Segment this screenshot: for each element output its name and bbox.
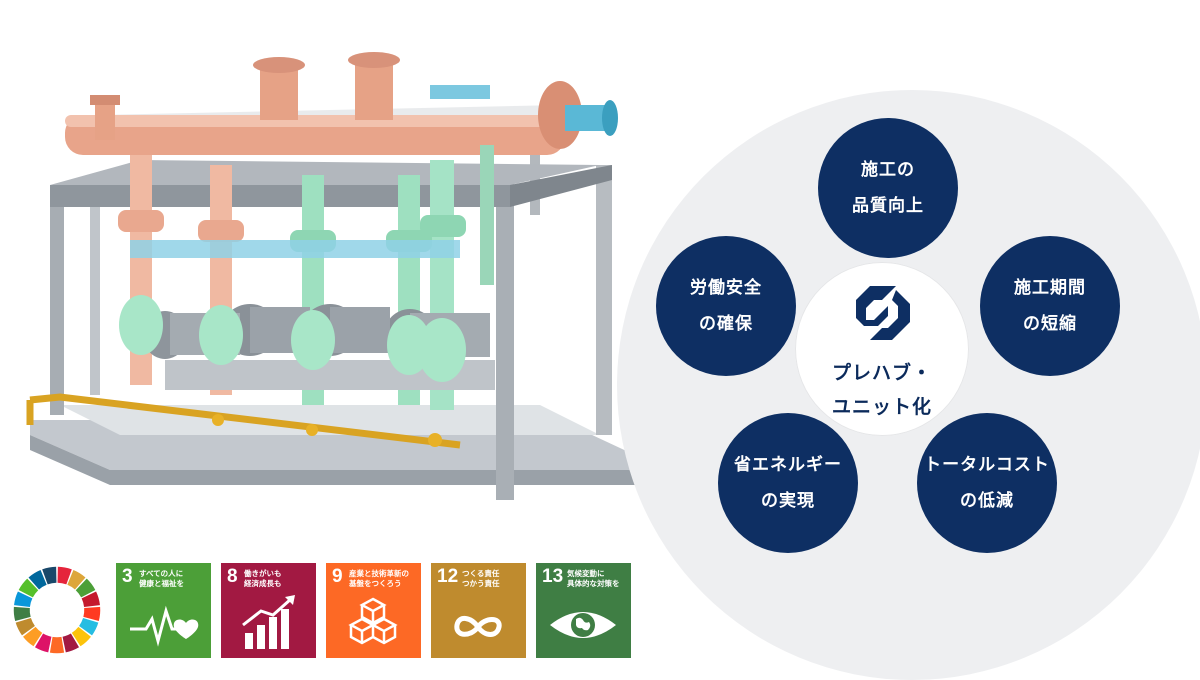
sdg-goal-title: 働きがいも 経済成長も xyxy=(244,569,282,588)
sdg-goal-number: 13 xyxy=(542,566,564,587)
company-logo-icon xyxy=(856,286,910,340)
sdg-goal-title: すべての人に 健康と福祉を xyxy=(139,569,184,588)
sdg-goal-title: 気候変動に 具体的な対策を xyxy=(567,569,620,588)
center-label-line2: ユニット化 xyxy=(831,396,932,418)
cubes-icon xyxy=(348,597,398,645)
node-construction-period-label: 施工期間 の短縮 xyxy=(1014,278,1086,334)
sdgs-wheel-segment xyxy=(71,626,91,647)
growth-chart-icon xyxy=(242,595,295,649)
center-label-line1: プレハブ・ xyxy=(831,362,932,384)
sdg-goal-number: 9 xyxy=(332,566,343,587)
page: 施工の 品質向上 施工期間 の短縮 トータルコスト の低減 省エネルギー の実現… xyxy=(13,52,1200,680)
node-total-cost-label: トータルコスト の低減 xyxy=(924,455,1050,511)
sdgs-wheel-icon xyxy=(13,566,101,654)
node-construction-period: 施工期間 の短縮 xyxy=(980,236,1120,376)
pump-unit-illustration xyxy=(26,52,635,500)
sdg-goal-8: 8 働きがいも 経済成長も xyxy=(221,563,316,658)
node-labor-safety-label: 労働安全 の確保 xyxy=(690,278,762,334)
infinity-icon xyxy=(454,616,502,637)
sdg-goal-number: 8 xyxy=(227,566,238,587)
sdgs-wheel-segment xyxy=(13,606,31,621)
node-total-cost: トータルコスト の低減 xyxy=(917,413,1057,553)
node-energy-saving: 省エネルギー の実現 xyxy=(718,413,858,553)
sdgs-wheel-segment xyxy=(23,626,43,647)
sdgs-wheel-segment xyxy=(62,633,80,653)
sdgs-wheel-segment xyxy=(42,566,57,585)
sdgs-wheel-segment xyxy=(49,636,65,654)
sdgs-wheel-segment xyxy=(18,578,39,598)
sdgs-wheel-segment xyxy=(79,617,99,636)
center-label: プレハブ・ ユニット化 xyxy=(802,356,962,424)
sdgs-wheel-segment xyxy=(14,591,33,607)
node-quality-label: 施工の 品質向上 xyxy=(852,160,924,216)
sdg-goal-number: 3 xyxy=(122,566,133,587)
sdg-goal-9: 9 産業と技術革新の 基盤をつくろう xyxy=(326,563,421,658)
sdg-goal-3: 3 すべての人に 健康と福祉を xyxy=(116,563,211,658)
node-energy-saving-label: 省エネルギー の実現 xyxy=(734,455,842,511)
sdg-goal-number: 12 xyxy=(437,566,459,587)
sdgs-wheel-segment xyxy=(34,633,52,653)
sdgs-wheel-segment xyxy=(15,617,35,636)
earth-eye-icon xyxy=(550,612,616,638)
sdg-goal-12: 12 つくる責任 つかう責任 xyxy=(431,563,526,658)
sdgs-wheel-segment xyxy=(75,578,96,598)
heartbeat-icon xyxy=(130,605,199,647)
sdgs-wheel-segment xyxy=(81,591,100,607)
sdg-goal-13: 13 気候変動に 具体的な対策を xyxy=(536,563,631,658)
node-labor-safety: 労働安全 の確保 xyxy=(656,236,796,376)
sdgs-wheel-segment xyxy=(28,570,47,590)
sdgs-wheel-segment xyxy=(83,606,101,621)
sdgs-wheel-segment xyxy=(67,570,86,590)
sdgs-wheel-segment xyxy=(57,566,72,585)
node-quality: 施工の 品質向上 xyxy=(818,118,958,258)
sdg-goal-title: つくる責任 つかう責任 xyxy=(462,569,500,588)
sdg-goal-title: 産業と技術革新の 基盤をつくろう xyxy=(349,569,409,588)
